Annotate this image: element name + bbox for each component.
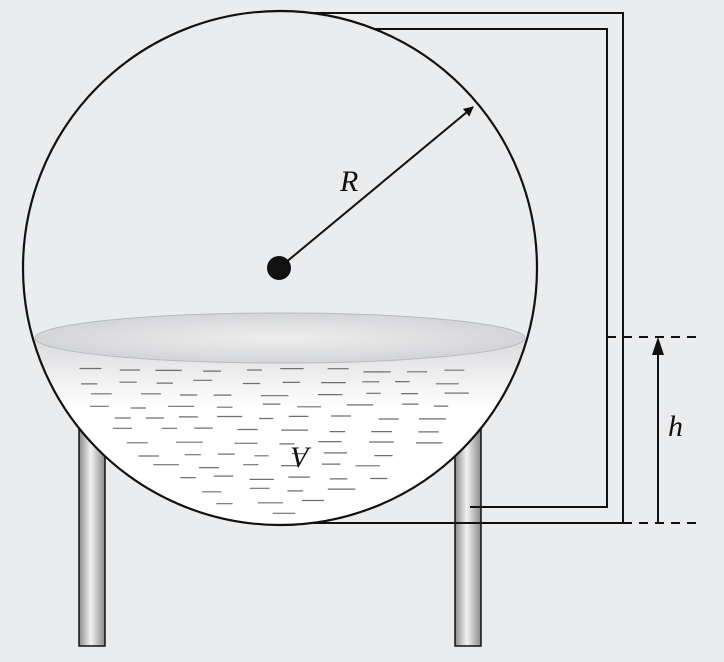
right-leg bbox=[454, 419, 482, 647]
height-label: h bbox=[668, 410, 683, 443]
radius-label: R bbox=[339, 165, 358, 198]
sphere-outline bbox=[21, 9, 539, 527]
radius-arrow bbox=[278, 106, 474, 269]
support-legs bbox=[78, 419, 482, 647]
liquid-dash-marks bbox=[79, 367, 469, 514]
liquid-surface bbox=[34, 312, 526, 364]
sight-tube bbox=[290, 12, 624, 524]
height-arrow-head bbox=[652, 337, 664, 355]
height-dimension: h bbox=[607, 336, 697, 524]
sight-tube-inner bbox=[370, 28, 608, 508]
left-leg bbox=[78, 419, 106, 647]
volume-label: V bbox=[290, 441, 312, 474]
sight-tube-outer bbox=[290, 12, 624, 524]
